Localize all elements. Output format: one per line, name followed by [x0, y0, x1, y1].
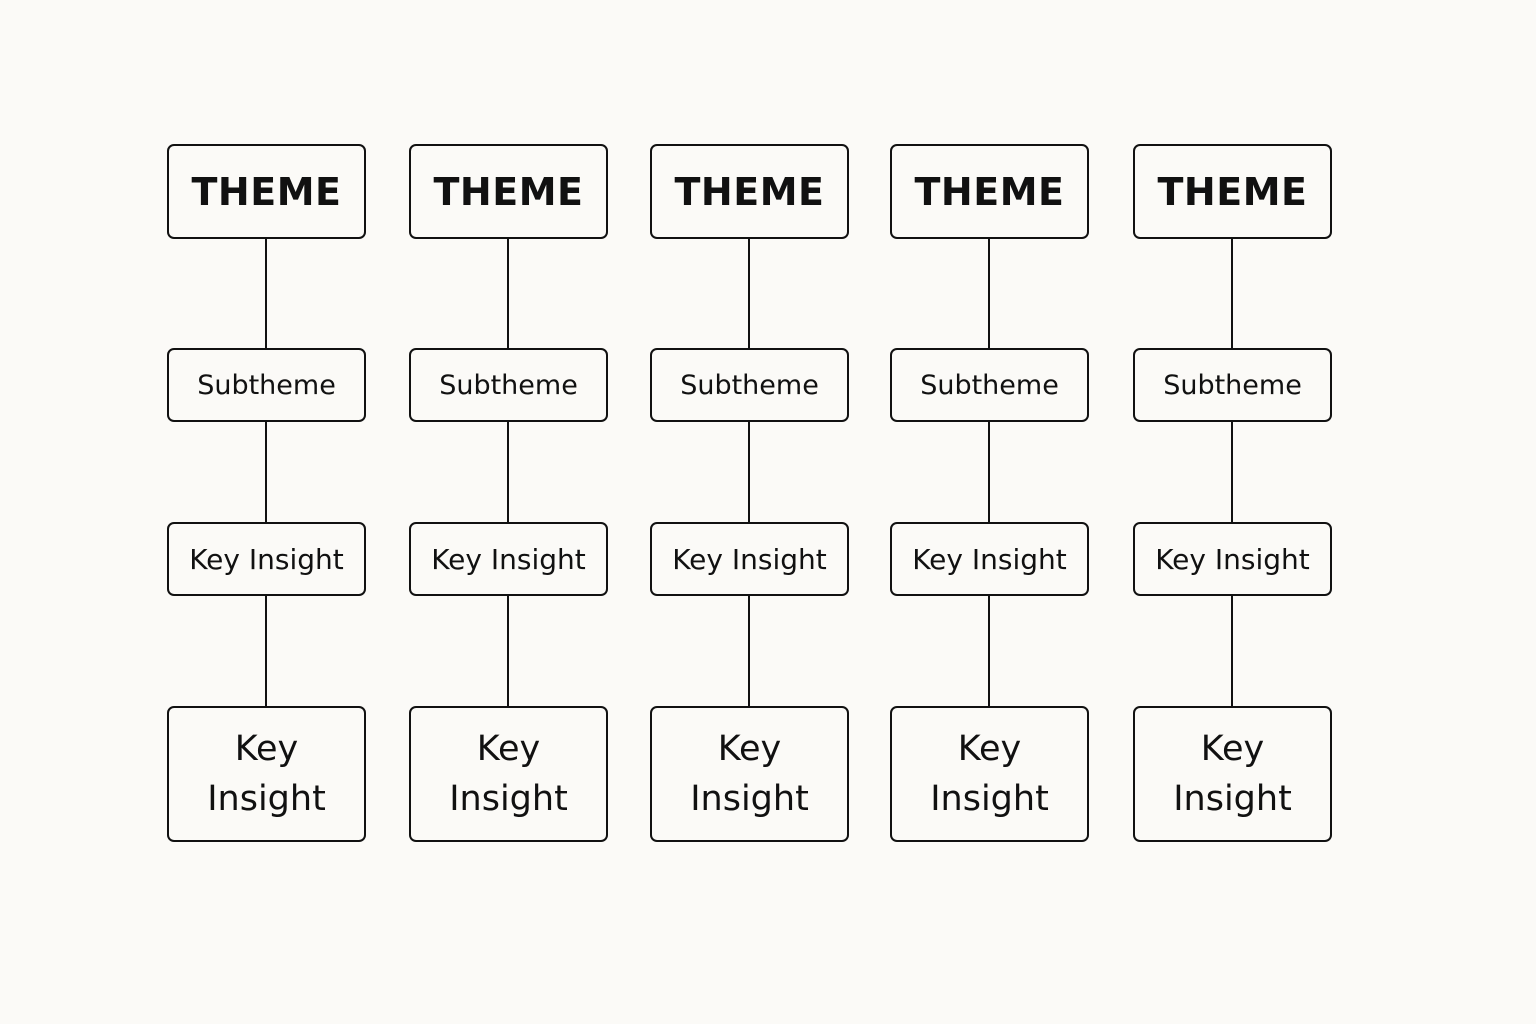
connector-line — [265, 422, 267, 522]
key-insight-box: Key Insight — [650, 522, 849, 596]
key-insight-box: Key Insight — [167, 522, 366, 596]
theme-column-4: THEME Subtheme Key Insight Key Insight — [890, 144, 1089, 842]
theme-box: THEME — [650, 144, 849, 239]
connector-line — [265, 238, 267, 348]
connector-line — [748, 596, 750, 706]
connector-line — [1231, 238, 1233, 348]
theme-box: THEME — [1133, 144, 1332, 239]
connector-line — [988, 596, 990, 706]
subtheme-box: Subtheme — [167, 348, 366, 422]
key-insight-box: Key Insight — [890, 522, 1089, 596]
connector-line — [507, 596, 509, 706]
connector-line — [265, 596, 267, 706]
connector-line — [988, 422, 990, 522]
connector-line — [748, 238, 750, 348]
theme-box: THEME — [167, 144, 366, 239]
key-insight-large-box: Key Insight — [167, 706, 366, 842]
subtheme-box: Subtheme — [409, 348, 608, 422]
connector-line — [1231, 422, 1233, 522]
subtheme-box: Subtheme — [890, 348, 1089, 422]
connector-line — [507, 238, 509, 348]
subtheme-box: Subtheme — [1133, 348, 1332, 422]
key-insight-box: Key Insight — [1133, 522, 1332, 596]
theme-column-1: THEME Subtheme Key Insight Key Insight — [167, 144, 366, 842]
connector-line — [1231, 596, 1233, 706]
key-insight-box: Key Insight — [409, 522, 608, 596]
connector-line — [748, 422, 750, 522]
connector-line — [988, 238, 990, 348]
key-insight-large-box: Key Insight — [650, 706, 849, 842]
theme-box: THEME — [890, 144, 1089, 239]
connector-line — [507, 422, 509, 522]
key-insight-large-box: Key Insight — [1133, 706, 1332, 842]
key-insight-large-box: Key Insight — [890, 706, 1089, 842]
subtheme-box: Subtheme — [650, 348, 849, 422]
key-insight-large-box: Key Insight — [409, 706, 608, 842]
theme-column-2: THEME Subtheme Key Insight Key Insight — [409, 144, 608, 842]
theme-column-5: THEME Subtheme Key Insight Key Insight — [1133, 144, 1332, 842]
theme-box: THEME — [409, 144, 608, 239]
theme-column-3: THEME Subtheme Key Insight Key Insight — [650, 144, 849, 842]
